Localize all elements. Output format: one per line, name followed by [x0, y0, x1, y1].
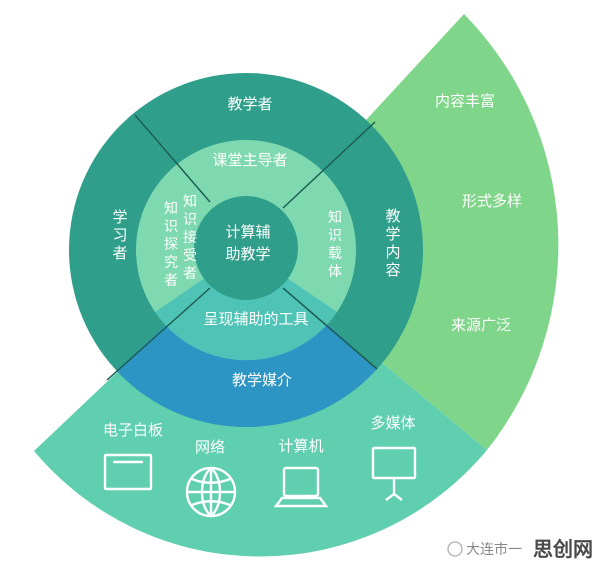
outer-ring-top-label: 教学者 [227, 95, 272, 113]
watermark: 大连市一 思创网 [447, 537, 593, 561]
middle-ring-bottom-label: 呈现辅助的工具 [203, 310, 308, 328]
svg-text:知: 知 [183, 193, 197, 210]
svg-text:识: 识 [328, 228, 342, 244]
svg-text:识: 识 [183, 212, 197, 228]
svg-text:知: 知 [328, 209, 342, 226]
center-line1: 计算辅 [225, 223, 270, 241]
middle-ring-right-label: 知 识 载 体 [328, 209, 342, 280]
svg-text:容: 容 [385, 261, 400, 279]
svg-text:者: 者 [112, 244, 127, 262]
watermark-prefix: 大连市一 [466, 541, 522, 558]
svg-text:者: 者 [183, 266, 197, 282]
svg-text:接: 接 [183, 229, 197, 246]
svg-text:探: 探 [164, 237, 178, 253]
bottom-fan-label-computer: 计算机 [278, 437, 323, 455]
svg-text:习: 习 [112, 226, 127, 244]
laptop-icon [273, 466, 329, 508]
center-circle [194, 196, 298, 300]
right-fan-item-2: 形式多样 [462, 192, 522, 210]
bottom-fan-label-network: 网络 [195, 438, 225, 456]
svg-text:受: 受 [183, 248, 197, 264]
right-fan-item-3: 来源广泛 [451, 316, 511, 334]
whiteboard-icon [103, 453, 153, 491]
globe-icon [185, 466, 237, 518]
svg-text:学: 学 [385, 225, 400, 243]
svg-text:学: 学 [112, 208, 127, 226]
svg-text:教: 教 [385, 207, 400, 225]
middle-ring-bottom-band [155, 250, 337, 361]
media-band-label: 教学媒介 [232, 371, 292, 389]
divider-lines [106, 114, 378, 381]
bottom-fan-label-whiteboard: 电子白板 [103, 421, 163, 439]
svg-text:体: 体 [328, 264, 342, 280]
svg-text:内: 内 [385, 243, 400, 261]
svg-text:识: 识 [164, 219, 178, 235]
right-fan-item-1: 内容丰富 [435, 92, 495, 110]
middle-ring-left-col1: 知 识 探 究 者 [164, 200, 178, 289]
svg-text:者: 者 [164, 273, 178, 289]
bottom-fan-label-multimedia: 多媒体 [370, 414, 415, 432]
outer-ring-left-label: 学 习 者 [112, 208, 127, 262]
outer-ring-right-label: 教 学 内 容 [385, 207, 400, 279]
wechat-icon [447, 541, 463, 557]
projector-screen-icon [371, 446, 417, 501]
svg-text:知: 知 [164, 200, 178, 217]
middle-ring-left-col2: 知 识 接 受 者 [183, 193, 197, 282]
watermark-brand: 思创网 [533, 537, 593, 561]
svg-text:载: 载 [328, 246, 342, 262]
svg-text:究: 究 [164, 255, 178, 271]
middle-ring-top-label: 课堂主导者 [212, 151, 287, 169]
center-line2: 助教学 [225, 245, 270, 263]
